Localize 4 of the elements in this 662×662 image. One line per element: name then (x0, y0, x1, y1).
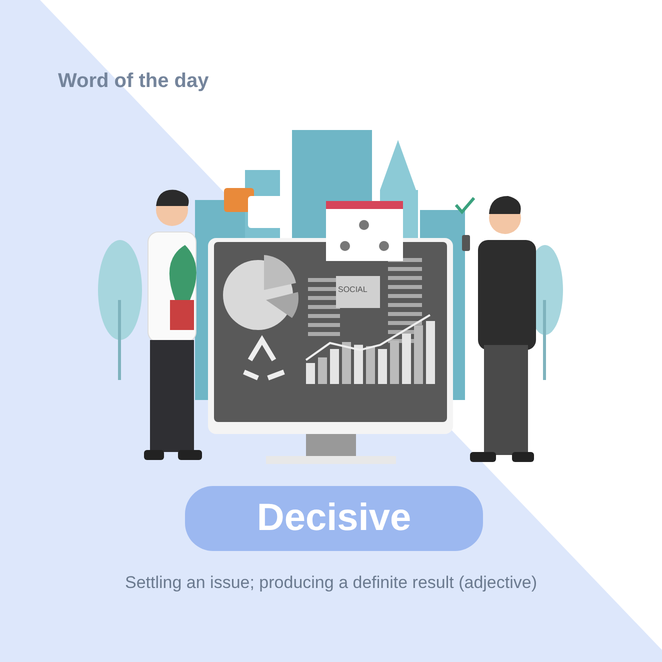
screen-label: SOCIAL (338, 285, 368, 295)
title: Word of the day (58, 69, 209, 94)
definition-text: Settling an issue; producing a definite result (adjective) (124, 572, 538, 594)
word-banner: Decisive (185, 486, 483, 551)
